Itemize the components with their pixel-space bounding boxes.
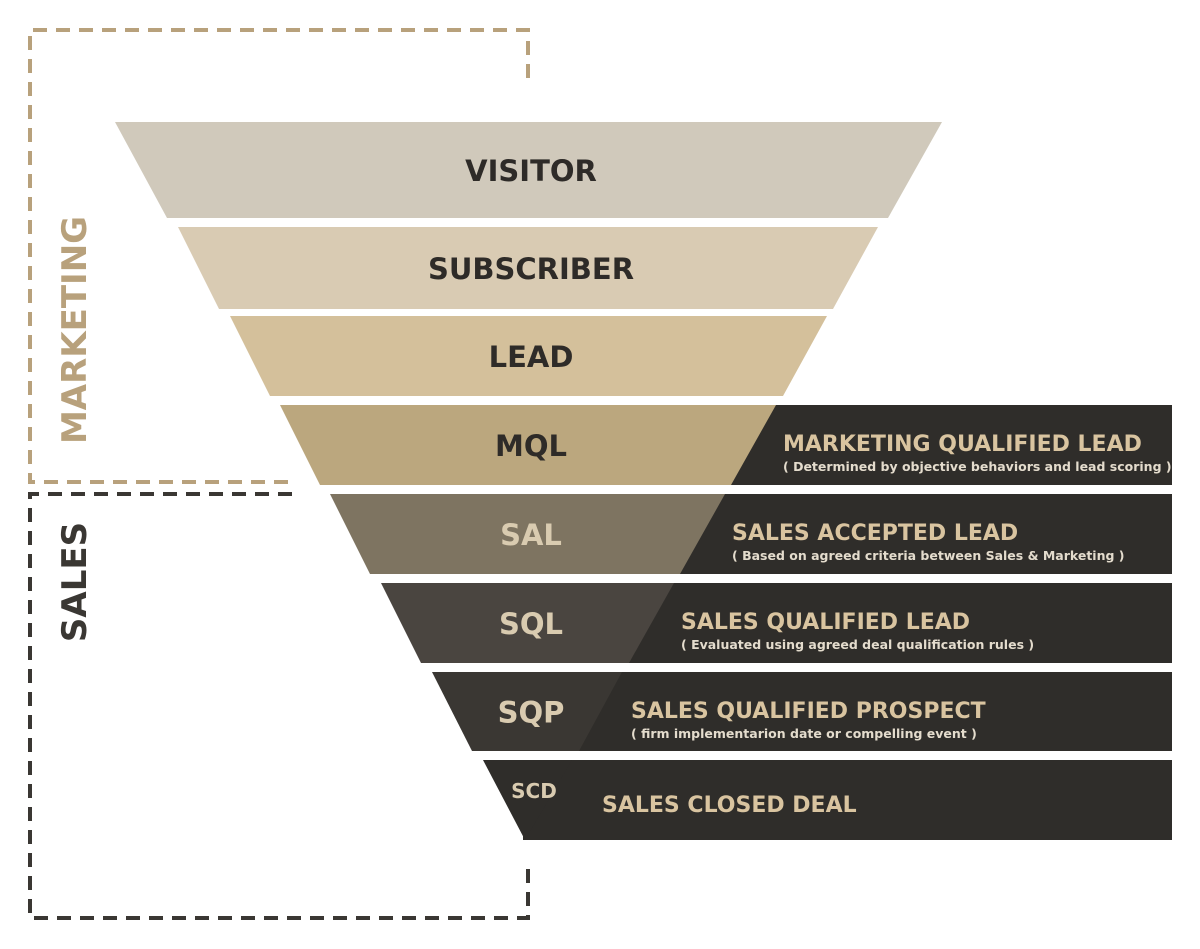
stage-label-sal: SAL bbox=[500, 518, 562, 552]
stage-subtitle-mql: ( Determined by objective behaviors and … bbox=[783, 459, 1172, 474]
stage-label-scd: SCD bbox=[511, 779, 557, 803]
funnel-stage-lead bbox=[230, 316, 827, 396]
funnel-stage-sqp bbox=[432, 672, 622, 751]
funnel: VISITOR SUBSCRIBER LEAD MQL SAL SQL SQP SCD bbox=[115, 122, 942, 840]
stage-title-sql: SALES QUALIFIED LEAD bbox=[681, 610, 970, 635]
funnel-stage-subscriber bbox=[178, 227, 878, 309]
funnel-stage-sql bbox=[381, 583, 674, 663]
funnel-stage-sal bbox=[330, 494, 725, 574]
stage-title-sqp: SALES QUALIFIED PROSPECT bbox=[631, 699, 986, 724]
stage-label-sql: SQL bbox=[499, 607, 563, 641]
stage-label-lead: LEAD bbox=[489, 340, 574, 374]
stage-subtitle-sql: ( Evaluated using agreed deal qualificat… bbox=[681, 637, 1034, 652]
funnel-stage-visitor bbox=[115, 122, 942, 218]
stage-title-mql: MARKETING QUALIFIED LEAD bbox=[783, 432, 1142, 457]
funnel-stage-scd bbox=[483, 760, 572, 840]
sales-group-label: SALES bbox=[55, 522, 95, 642]
stage-subtitle-sqp: ( firm implementarion date or compelling… bbox=[631, 726, 977, 741]
stage-label-subscriber: SUBSCRIBER bbox=[428, 252, 634, 286]
marketing-bracket bbox=[28, 28, 530, 484]
stage-label-visitor: VISITOR bbox=[465, 154, 597, 188]
funnel-stage-mql bbox=[280, 405, 776, 485]
stage-label-sqp: SQP bbox=[498, 696, 565, 730]
stage-subtitle-sal: ( Based on agreed criteria between Sales… bbox=[732, 548, 1125, 563]
stage-title-scd: SALES CLOSED DEAL bbox=[602, 793, 857, 818]
stage-label-mql: MQL bbox=[495, 429, 567, 463]
stage-band-scd bbox=[523, 760, 1172, 840]
sales-bracket bbox=[28, 492, 530, 920]
marketing-group-label: MARKETING bbox=[55, 216, 95, 444]
stage-title-sal: SALES ACCEPTED LEAD bbox=[732, 521, 1018, 546]
